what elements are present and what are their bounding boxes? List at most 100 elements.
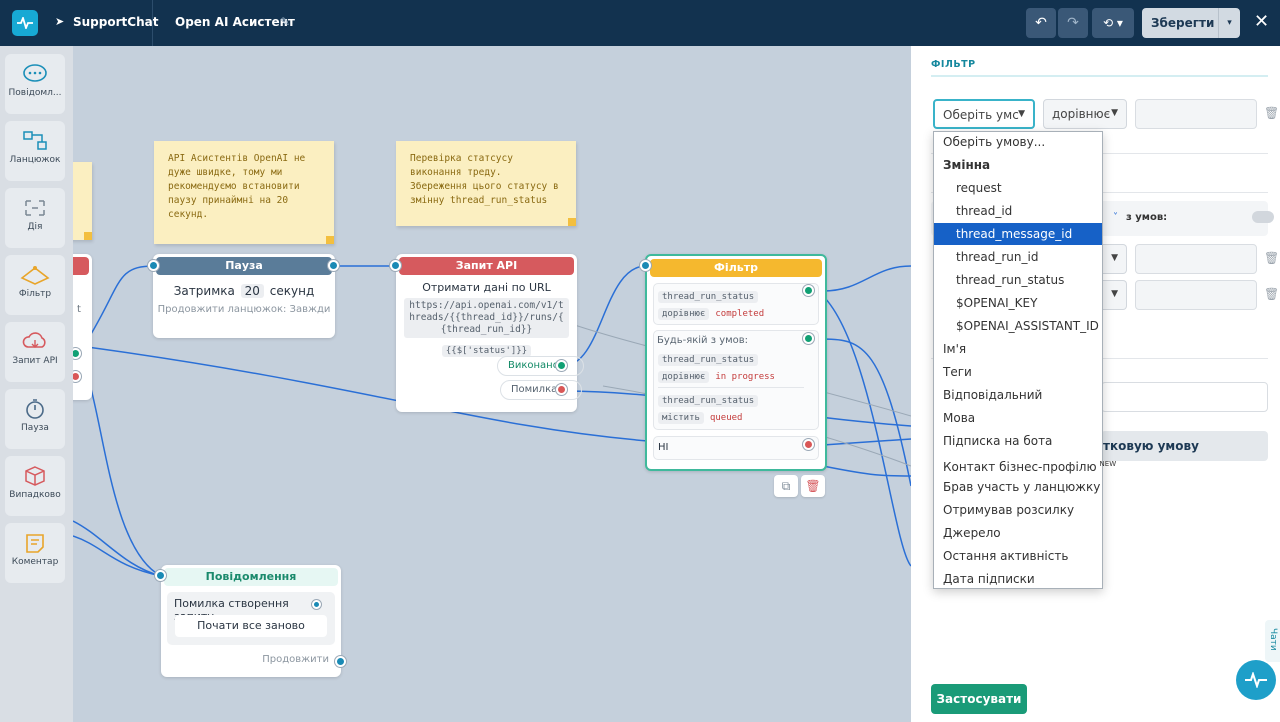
flow-canvas[interactable]: t API Асистентів OpenAI не дуже швидке, …: [73, 46, 911, 722]
pause-node-title: Пауза: [156, 257, 332, 275]
api-input-port[interactable]: [390, 260, 401, 271]
toolbar-pause[interactable]: Пауза: [5, 389, 65, 449]
condition-select[interactable]: Оберіть умс▼: [933, 99, 1035, 129]
edit-pencil-icon[interactable]: ✎: [280, 15, 291, 29]
toolbar-label: Запит API: [12, 356, 58, 366]
filter-input-port[interactable]: [640, 260, 651, 271]
pause-delay-row: Затримка 20 секунд: [153, 284, 335, 298]
dropdown-option[interactable]: thread_message_id: [934, 223, 1102, 245]
any-group-label: Будь-якій з умов:: [657, 335, 749, 346]
dropdown-option[interactable]: Брав участь у ланцюжку: [943, 480, 1101, 494]
dropdown-option[interactable]: Оберіть умову...: [943, 135, 1046, 149]
note-line: змінну thread_run_status: [410, 195, 548, 206]
pause-output-port[interactable]: [328, 260, 339, 271]
history-button[interactable]: ⟲ ▾: [1092, 8, 1134, 38]
undo-button[interactable]: ↶: [1026, 8, 1056, 38]
delete-node-icon[interactable]: 🗑: [801, 475, 825, 497]
api-success-output[interactable]: Виконано: [497, 356, 584, 376]
redo-button[interactable]: ↷: [1058, 8, 1088, 38]
api-error-port[interactable]: [556, 384, 567, 395]
api-success-port[interactable]: [556, 360, 567, 371]
comment-note-pause[interactable]: API Асистентів OpenAI не дуже швидке, то…: [154, 141, 334, 244]
chats-tab-label: Чати: [1268, 628, 1278, 651]
chevron-down-icon[interactable]: ˅: [1113, 212, 1118, 223]
dropdown-option[interactable]: request: [956, 181, 1002, 195]
toolbar-action[interactable]: Дія: [5, 188, 65, 248]
chat-widget-button[interactable]: [1236, 660, 1276, 700]
dropdown-option[interactable]: Теги: [943, 365, 972, 379]
api-request-node[interactable]: Запит API Отримати дані по URL https://a…: [396, 254, 577, 412]
message-output-port[interactable]: [335, 656, 346, 667]
dropdown-option[interactable]: $OPENAI_ASSISTANT_ID: [956, 319, 1099, 333]
save-dropdown-chevron-icon[interactable]: ▾: [1218, 8, 1240, 38]
dropdown-option[interactable]: Ім'я: [943, 342, 967, 356]
restart-button[interactable]: Почати все заново: [175, 615, 327, 637]
chevron-down-icon: ▼: [1018, 109, 1025, 119]
toolbar-filter[interactable]: Фільтр: [5, 255, 65, 315]
note-line: Збереження цього статусу в: [410, 181, 559, 192]
toolbar-chain[interactable]: Ланцюжок: [5, 121, 65, 181]
dropdown-option[interactable]: Дата підписки: [943, 572, 1035, 586]
toolbar-comment[interactable]: Коментар: [5, 523, 65, 583]
close-icon[interactable]: ✕: [1254, 11, 1270, 32]
comment-note-status[interactable]: Перевірка статсусу виконання треду. Збер…: [396, 141, 576, 226]
message-input-port[interactable]: [155, 570, 166, 581]
pulse-icon: [1245, 672, 1267, 688]
dropdown-option[interactable]: Відповідальний: [943, 388, 1043, 402]
text-input[interactable]: [1101, 382, 1268, 412]
operator-select[interactable]: ▼: [1101, 280, 1127, 310]
operator-select[interactable]: ▼: [1101, 244, 1127, 274]
toolbar-random[interactable]: Випадково: [5, 456, 65, 516]
delay-value: 20: [240, 284, 264, 298]
toolbar-message[interactable]: Повідомл...: [5, 54, 65, 114]
partial-output-success[interactable]: [73, 348, 81, 359]
trash-icon[interactable]: 🗑: [1264, 287, 1280, 301]
dropdown-option[interactable]: Остання активність: [943, 549, 1069, 563]
filter-any-port[interactable]: [803, 333, 814, 344]
partial-output-error[interactable]: [73, 371, 81, 382]
filter-no-branch[interactable]: НІ: [653, 436, 819, 460]
partial-node[interactable]: t: [73, 254, 92, 400]
apply-button[interactable]: Застосувати: [931, 684, 1027, 714]
api-node-title: Запит API: [399, 257, 574, 275]
partial-note[interactable]: [73, 162, 92, 240]
filter-cond1-port[interactable]: [803, 285, 814, 296]
filter-no-port[interactable]: [803, 439, 814, 450]
toolbar-api[interactable]: Запит API: [5, 322, 65, 382]
filter-icon: [20, 266, 50, 285]
message-node[interactable]: Повідомлення Помилка створення запиту. П…: [161, 565, 341, 677]
pause-node[interactable]: Пауза Затримка 20 секунд Продовжити ланц…: [153, 254, 335, 338]
filter-any-group[interactable]: Будь-якій з умов: thread_run_status дорі…: [653, 330, 819, 430]
value-input[interactable]: [1135, 244, 1257, 274]
toggle-switch[interactable]: [1252, 211, 1274, 223]
trash-icon[interactable]: 🗑: [1264, 106, 1280, 120]
app-logo-icon[interactable]: [12, 10, 38, 36]
note-line: Перевірка статсусу: [410, 153, 513, 164]
copy-icon[interactable]: ⧉: [774, 475, 798, 497]
chats-tab[interactable]: Чати: [1265, 620, 1280, 662]
dropdown-option[interactable]: Джерело: [943, 526, 1001, 540]
button-output-port[interactable]: [312, 600, 321, 609]
dropdown-option[interactable]: Мова: [943, 411, 976, 425]
operator-select[interactable]: дорівнює▼: [1043, 99, 1127, 129]
pause-input-port[interactable]: [148, 260, 159, 271]
bot-name[interactable]: SupportChat: [73, 15, 159, 29]
dropdown-option[interactable]: Підписка на бота: [943, 434, 1053, 448]
value-input[interactable]: [1135, 99, 1257, 129]
api-error-output[interactable]: Помилка: [500, 380, 583, 400]
condition-value: queued: [709, 413, 743, 423]
value-input[interactable]: [1135, 280, 1257, 310]
dropdown-option[interactable]: $OPENAI_KEY: [956, 296, 1038, 310]
note-line: паузу принаймні на 20: [168, 195, 289, 206]
add-condition-button[interactable]: тковую умову: [1101, 431, 1268, 461]
dropdown-option[interactable]: Отримував розсилку: [943, 503, 1075, 517]
dropdown-option[interactable]: thread_id: [956, 204, 1013, 218]
dropdown-option[interactable]: thread_run_id: [956, 250, 1039, 264]
trash-icon[interactable]: 🗑: [1264, 251, 1280, 265]
dropdown-option[interactable]: thread_run_status: [956, 273, 1065, 287]
save-button[interactable]: Зберегти▾: [1142, 8, 1240, 38]
